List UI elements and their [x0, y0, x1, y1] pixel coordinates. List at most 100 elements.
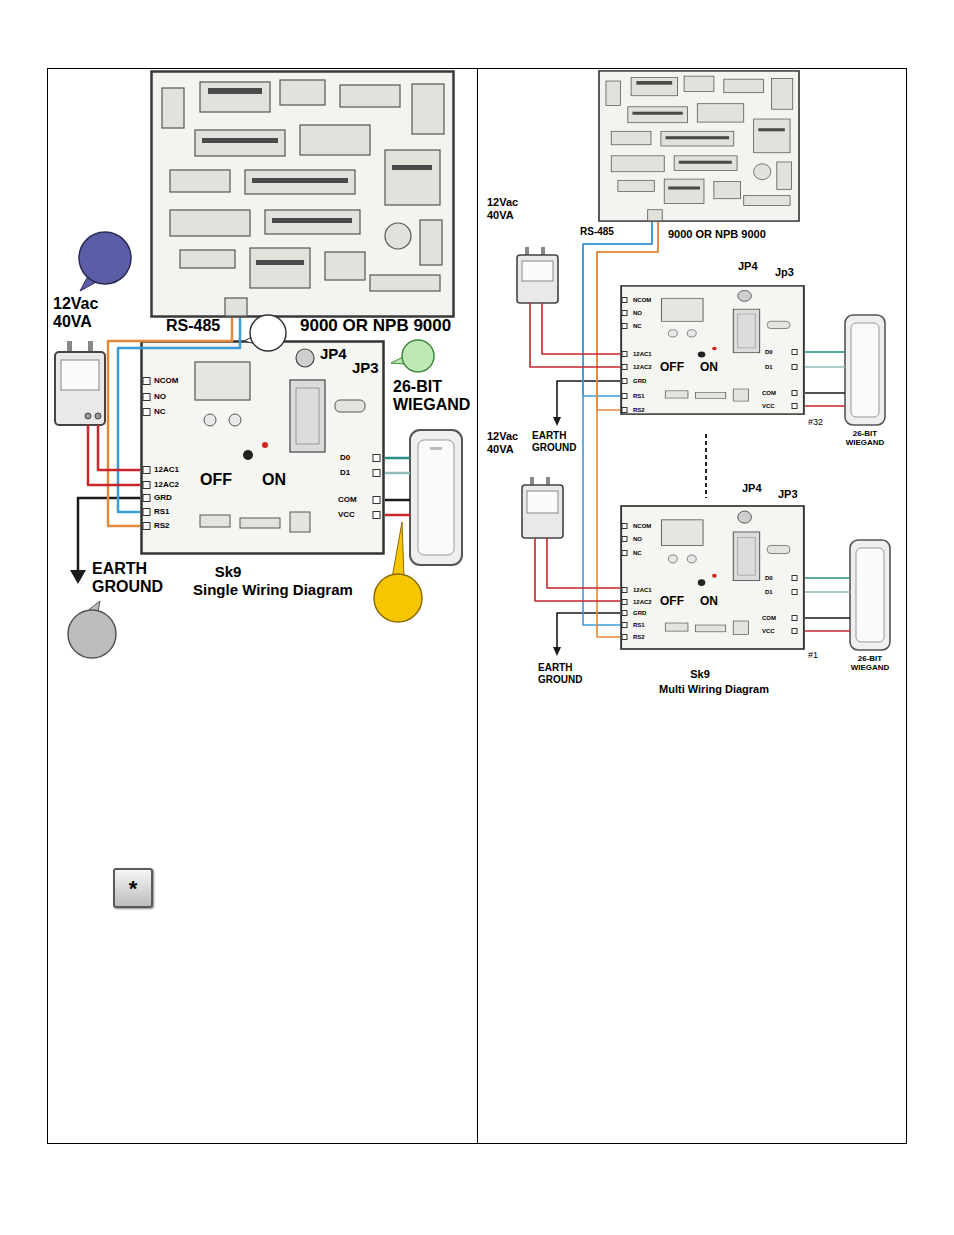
power-transformer: 12Vac 40VA: [517, 255, 558, 303]
transformer-art: [55, 247, 563, 538]
pin-label: NO: [633, 310, 642, 317]
wire-connector: [385, 499, 410, 502]
transformer-art: [88, 341, 93, 352]
earth-ground-arrow: [70, 570, 86, 584]
bus-label: RS-485: [166, 317, 220, 335]
continuation-dashes: [706, 434, 707, 498]
pin-label: COM: [338, 495, 357, 504]
terminal-block: [792, 404, 797, 409]
transformer-art: [95, 413, 101, 419]
terminal-block: [143, 298, 797, 640]
terminal-block: [792, 365, 797, 370]
terminal-block: [622, 408, 627, 413]
pin-label: RS2: [633, 634, 645, 641]
terminal-block: [622, 635, 627, 640]
pin-label: COM: [762, 390, 776, 397]
jumper-label: JP3: [352, 359, 379, 376]
wire-connector: [118, 318, 240, 512]
terminal-block: [373, 470, 380, 477]
keypad-key: *: [113, 868, 153, 908]
terminal-block: [373, 455, 380, 462]
wire-connector: [805, 591, 850, 593]
terminal-block: [622, 352, 627, 357]
wire-connector: [805, 630, 850, 632]
terminal-block: [143, 509, 150, 516]
terminal-block: [373, 497, 380, 504]
switch-label: OFF: [660, 361, 684, 375]
key-symbol: *: [129, 876, 138, 901]
controller-board: 9000 OR NPB 9000: [598, 70, 800, 222]
power-transformer: 12Vac 40VA: [522, 485, 563, 538]
terminal-block: [622, 611, 627, 616]
reader-label: 26-BIT WIEGAND: [848, 654, 892, 672]
pin-label: RS2: [633, 407, 645, 414]
wire-connector: [805, 392, 845, 394]
pin-label: COM: [762, 615, 776, 622]
wire-connector: [805, 351, 845, 353]
jumper-label: Jp3: [775, 266, 794, 279]
terminal-block: [622, 365, 627, 370]
callout-circle: [68, 610, 116, 658]
transformer-art: [522, 485, 563, 538]
transformer-art: [530, 477, 534, 485]
wire-connector: [597, 222, 658, 637]
diagram-caption: Multi Wiring Diagram: [659, 683, 769, 696]
diagram-caption: Sk9: [690, 668, 710, 681]
switch-label: OFF: [660, 595, 684, 609]
pin-label: D0: [765, 349, 773, 356]
pin-label: VCC: [762, 403, 775, 410]
terminal-block: [622, 551, 627, 556]
pin-label: GRD: [633, 610, 646, 617]
pin-label: 12AC2: [633, 599, 652, 606]
wire-connector: [583, 222, 652, 625]
pin-label: GRD: [633, 378, 646, 385]
transformer-art: [525, 247, 529, 255]
terminal-block: [143, 467, 150, 474]
wire-connector: [583, 222, 652, 396]
diagram-caption: Sk9: [215, 563, 242, 580]
bus-label: RS-485: [580, 226, 614, 238]
sk9-board-art: [142, 342, 384, 554]
controller-board: 9000 OR NPB 9000: [150, 70, 455, 318]
wire-connector: [547, 538, 620, 588]
pin-label: NO: [154, 392, 166, 401]
terminal-block: [143, 409, 150, 416]
terminal-block: [792, 629, 797, 634]
terminal-block: [622, 537, 627, 542]
panel-frame: [477, 68, 478, 1143]
switch-label: ON: [262, 471, 286, 489]
pin-label: RS1: [633, 393, 645, 400]
earth-ground-arrow: [553, 417, 561, 426]
card-reader-art: [410, 430, 462, 565]
terminal-block: [622, 311, 627, 316]
wire-connector: [805, 577, 850, 579]
wire-connector: [805, 405, 845, 407]
wire-connector: [805, 366, 845, 368]
wire-connector: [88, 425, 140, 485]
sk9-board: JP4JP3NCOMNONC12AC112AC2GRDRS1RS2OFFOND0…: [140, 340, 385, 555]
pin-label: NC: [633, 323, 642, 330]
terminal-block: [622, 324, 627, 329]
callout-circle: [250, 315, 286, 351]
earth-ground-arrow: [557, 613, 620, 648]
callout-circle: [374, 574, 422, 622]
pin-label: NC: [633, 550, 642, 557]
callout-circle: [392, 522, 404, 578]
pin-label: 12AC1: [633, 587, 652, 594]
sk9-board-art: [621, 286, 804, 414]
card-reader: 26-BIT WIEGAND: [410, 430, 462, 565]
terminal-block: [622, 600, 627, 605]
ground-label: EARTH GROUND: [532, 430, 582, 453]
card-reader-art: [410, 315, 890, 650]
earth-ground-arrow: [553, 647, 561, 656]
earth-ground-arrow: [557, 381, 620, 418]
callout-circle: [402, 340, 434, 372]
pin-label: 12AC1: [154, 465, 179, 474]
jumper-label: JP3: [778, 488, 798, 501]
pin-label: D1: [340, 468, 350, 477]
transformer-art: [61, 360, 99, 390]
pin-label: 12AC2: [154, 480, 179, 489]
wire-connector: [385, 472, 410, 475]
ground-label: EARTH GROUND: [538, 662, 588, 685]
